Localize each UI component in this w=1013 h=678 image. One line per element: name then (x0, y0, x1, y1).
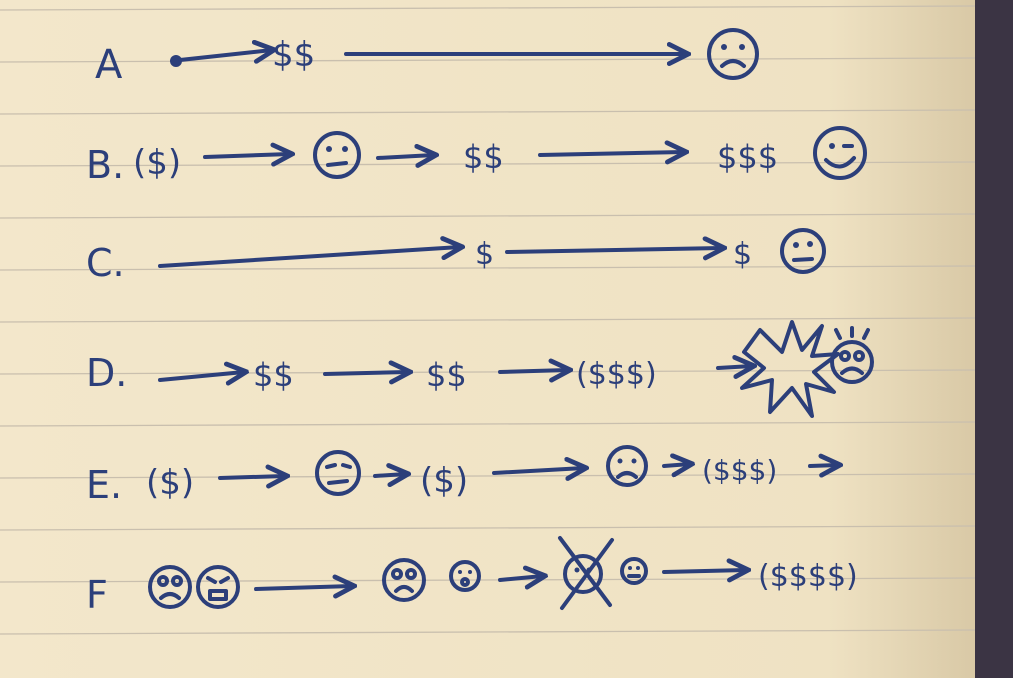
money-label: $$ (253, 356, 294, 394)
money-label: $ (475, 237, 494, 272)
row-label-c: C. (86, 241, 125, 285)
arrow (158, 372, 244, 380)
happy-face-icon (813, 126, 867, 180)
crying-face-icon (148, 565, 192, 609)
arrow (254, 586, 352, 589)
arrow (158, 247, 460, 268)
money-label: $$ (463, 138, 504, 176)
arrow (662, 464, 690, 466)
arrow (203, 154, 290, 157)
arrow (662, 570, 746, 572)
ruled-line (0, 109, 976, 115)
arrow (373, 474, 406, 476)
ruled-line (0, 577, 976, 583)
row-label-e: E. (86, 463, 122, 507)
arrow (178, 50, 272, 60)
ruled-line (0, 317, 976, 323)
money-label: $ (733, 237, 752, 272)
arrow (505, 248, 722, 252)
row-label-a: A (95, 42, 123, 88)
money-label: $$ (272, 35, 315, 75)
ruled-line (0, 525, 976, 531)
ruled-line (0, 265, 976, 271)
arrow (716, 366, 752, 368)
arrow (498, 576, 543, 580)
money-label: ($$$) (576, 357, 657, 392)
start-dot (170, 55, 182, 67)
row-label-d: D. (86, 351, 127, 395)
money-label: ($) (133, 143, 181, 183)
arrow (498, 370, 568, 372)
money-label: ($) (420, 461, 468, 501)
neutral-face-icon (780, 228, 826, 274)
arrow (538, 152, 684, 155)
sad-face-icon (606, 445, 648, 487)
small-face-icon (620, 557, 648, 585)
worried-face-icon (315, 450, 361, 496)
ruled-lines (0, 5, 976, 635)
distressed-face-icon (830, 326, 874, 384)
ruled-line (0, 369, 976, 375)
crying-face-icon (382, 558, 426, 602)
ruled-line (0, 161, 976, 167)
arrow (808, 465, 838, 466)
row-label-f: F (86, 573, 108, 617)
money-label: $$$ (717, 138, 778, 176)
angry-face-icon (196, 565, 240, 609)
arrow (323, 372, 408, 374)
arrow (218, 476, 285, 478)
arrow (376, 155, 434, 158)
money-label: ($$$) (702, 454, 777, 487)
ruled-line (0, 629, 976, 635)
arrow (492, 468, 584, 473)
ruled-line (0, 213, 976, 219)
money-label: $$ (426, 356, 467, 394)
row-label-b: B. (86, 143, 124, 187)
crossed-out-face-icon (558, 536, 614, 610)
ruled-line (0, 473, 976, 479)
explosion-icon (740, 320, 840, 418)
neutral-face-icon (313, 131, 361, 179)
ruled-line (0, 57, 976, 63)
ruled-line (0, 421, 976, 427)
ruled-line (0, 5, 976, 11)
distressed-face-icon (449, 560, 481, 592)
dark-surface (975, 0, 1013, 678)
sad-face-icon (707, 28, 759, 80)
money-label: ($) (146, 463, 194, 503)
money-label: ($$$$) (758, 559, 858, 594)
